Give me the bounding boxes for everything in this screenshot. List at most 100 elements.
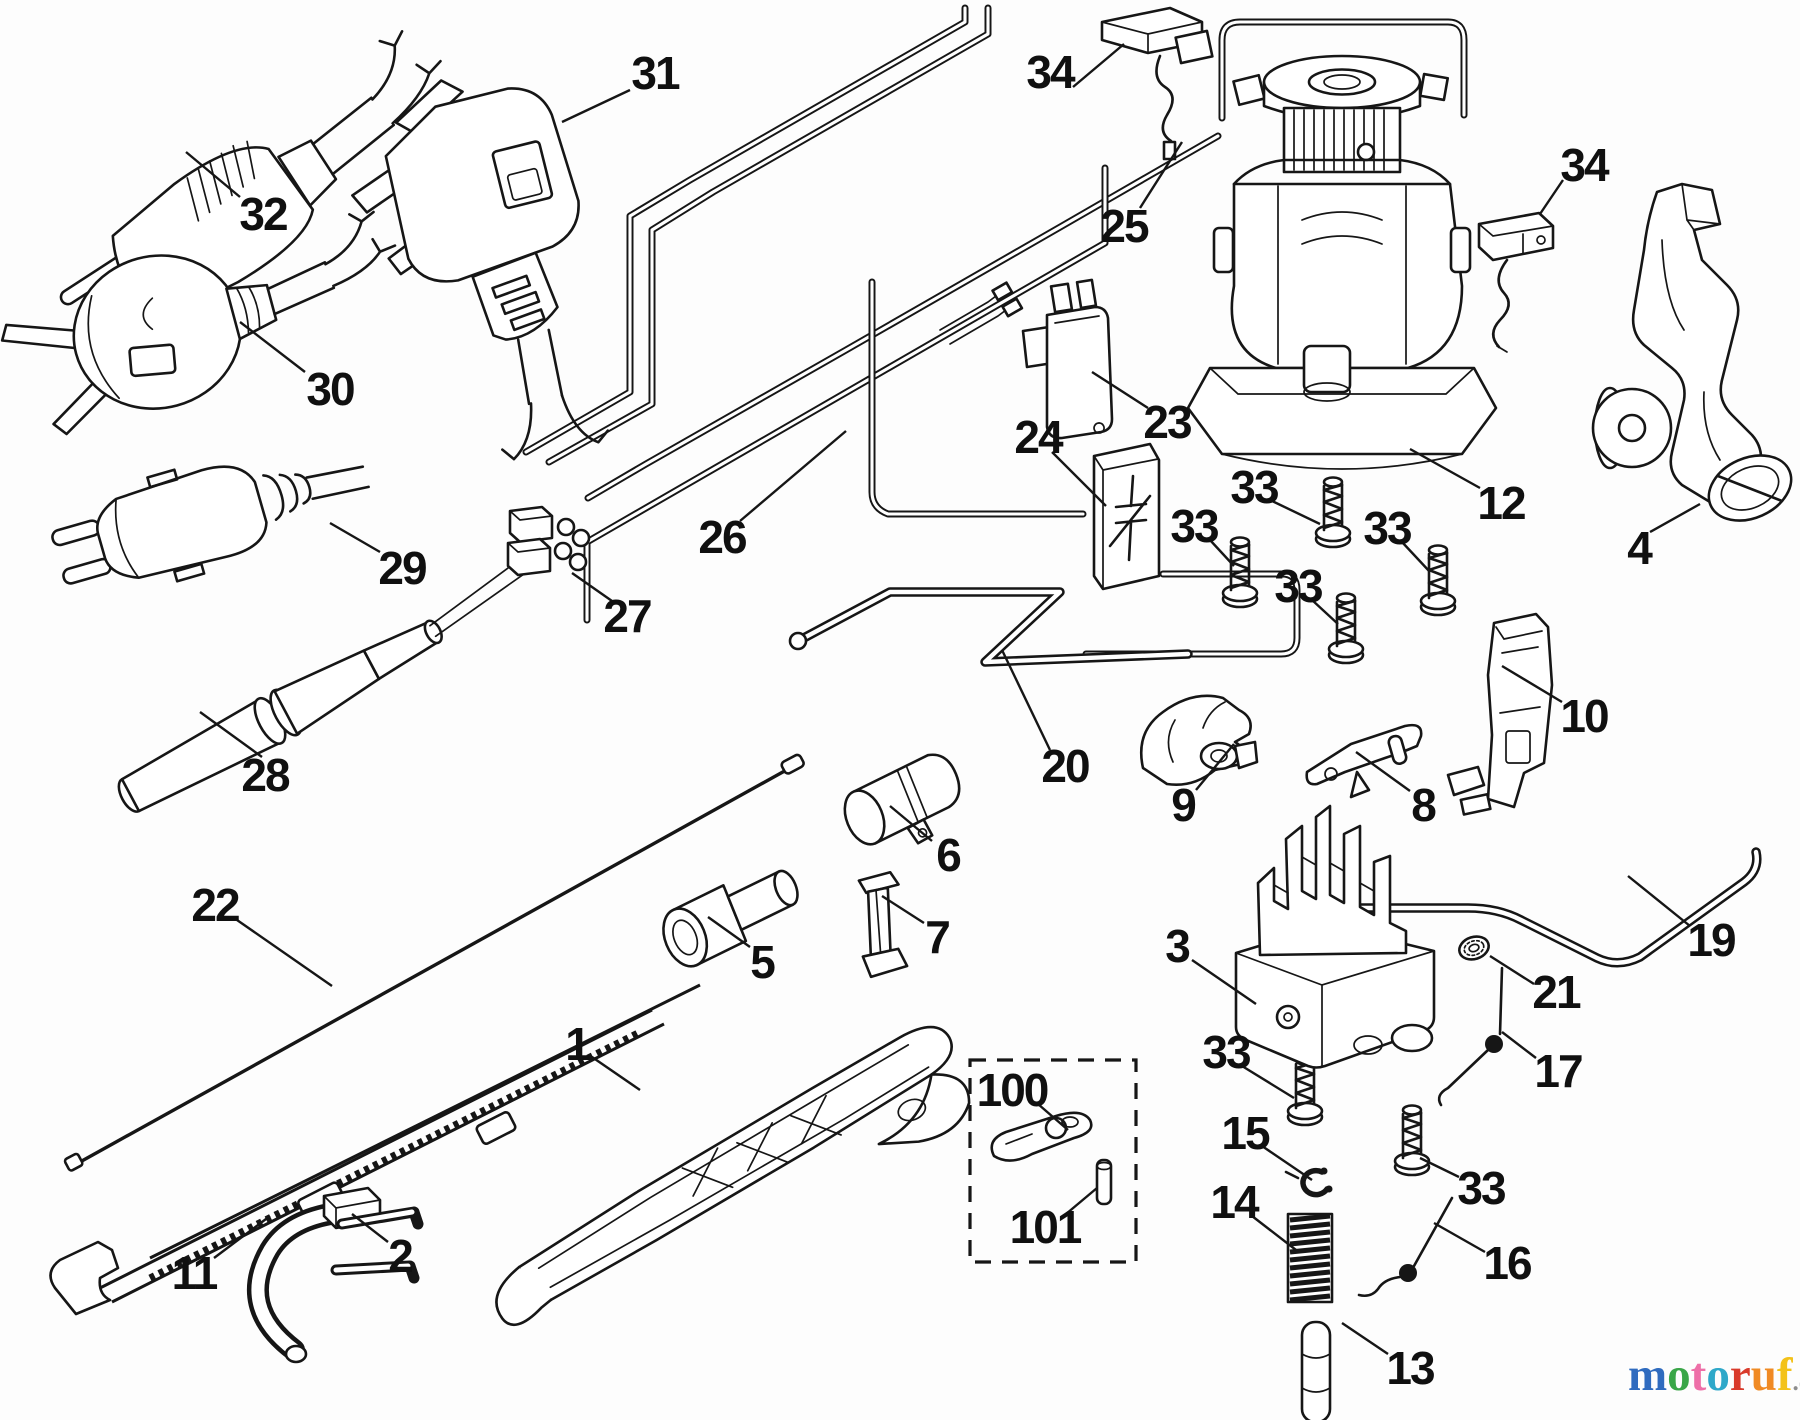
part-callout-33-16: 33 bbox=[1274, 560, 1323, 612]
leader-line-33-30 bbox=[1241, 1064, 1295, 1100]
part-callout-13-29: 13 bbox=[1386, 1342, 1435, 1394]
leader-line-19-22 bbox=[1627, 875, 1691, 927]
leader-line-5-38 bbox=[707, 916, 751, 948]
motoruf-watermark: motoruf.de bbox=[1628, 1352, 1800, 1399]
part-callout-2-36: 2 bbox=[388, 1230, 414, 1282]
leader-line-33-31 bbox=[1419, 1156, 1460, 1179]
throttle-rod-20 bbox=[788, 587, 1193, 667]
spring-14 bbox=[1286, 1212, 1334, 1304]
leader-line-33-14 bbox=[1269, 498, 1321, 526]
part-callout-32-0: 32 bbox=[239, 188, 288, 240]
leader-line-28-3 bbox=[199, 711, 263, 758]
part-callout-4-11: 4 bbox=[1627, 522, 1653, 574]
leader-line-31-4 bbox=[561, 88, 631, 124]
part-callout-33-14: 33 bbox=[1230, 461, 1279, 513]
leader-line-17-25 bbox=[1501, 1031, 1537, 1059]
logo-letter: u bbox=[1750, 1349, 1777, 1401]
leader-line-1-37 bbox=[591, 1056, 641, 1091]
part-callout-10-18: 10 bbox=[1560, 690, 1609, 742]
part-callout-33-17: 33 bbox=[1363, 502, 1412, 554]
brush-34-top bbox=[1100, 6, 1214, 161]
part-callout-20-19: 20 bbox=[1041, 740, 1090, 792]
leader-line-7-40 bbox=[881, 894, 925, 925]
logo-letter: o bbox=[1706, 1349, 1730, 1401]
leader-line-33-16 bbox=[1311, 599, 1339, 625]
part-callout-19-22: 19 bbox=[1687, 914, 1736, 966]
motoruf-logo-text: motoruf bbox=[1628, 1352, 1792, 1399]
leader-line-32-0 bbox=[185, 151, 241, 198]
latch-lever-8 bbox=[1305, 723, 1423, 799]
motor-assembly-12 bbox=[1186, 54, 1498, 470]
bracket-7 bbox=[857, 870, 909, 979]
leader-line-27-13 bbox=[571, 572, 613, 602]
part-callout-29-2: 29 bbox=[378, 542, 427, 594]
part-callout-28-3: 28 bbox=[241, 749, 290, 801]
leader-line-33-15 bbox=[1209, 539, 1235, 567]
pin-101 bbox=[1095, 1158, 1113, 1206]
schuko-plug-29 bbox=[51, 465, 370, 585]
leader-line-34-7 bbox=[1539, 179, 1564, 215]
leader-line-100-32 bbox=[1037, 1103, 1069, 1131]
leader-line-15-27 bbox=[1261, 1145, 1313, 1181]
brush-34-right bbox=[1477, 211, 1555, 353]
capacitor-24 bbox=[1092, 442, 1161, 591]
part-callout-26-12: 26 bbox=[698, 511, 747, 563]
part-callout-12-10: 12 bbox=[1477, 477, 1526, 529]
part-callout-25-6: 25 bbox=[1100, 200, 1149, 252]
fork-lever-2 bbox=[247, 1186, 424, 1364]
part-callout-1-37: 1 bbox=[565, 1018, 591, 1070]
logo-letter: o bbox=[1667, 1349, 1691, 1401]
leader-line-20-19 bbox=[1000, 649, 1052, 751]
leader-line-24-9 bbox=[1051, 451, 1107, 507]
switch-lead-wires bbox=[939, 281, 1024, 345]
part-callout-17-25: 17 bbox=[1534, 1045, 1583, 1097]
leader-line-14-28 bbox=[1251, 1215, 1297, 1251]
roller-lever-4 bbox=[1591, 182, 1793, 522]
leader-line-33-17 bbox=[1401, 541, 1431, 573]
pin-13 bbox=[1300, 1320, 1332, 1420]
inset-box bbox=[968, 1058, 1138, 1264]
leader-line-23-8 bbox=[1091, 370, 1149, 410]
part-callout-21-24: 21 bbox=[1532, 966, 1581, 1018]
part-callout-34-7: 34 bbox=[1560, 139, 1609, 191]
logo-letter: r bbox=[1729, 1349, 1751, 1401]
part-callout-100-32: 100 bbox=[976, 1064, 1050, 1116]
part-callout-23-8: 23 bbox=[1143, 396, 1192, 448]
australian-plug-30 bbox=[0, 210, 397, 436]
part-callout-3-23: 3 bbox=[1165, 920, 1191, 972]
control-cable-22 bbox=[63, 753, 805, 1172]
leader-line-29-2 bbox=[329, 521, 381, 554]
bushing-5 bbox=[662, 869, 799, 968]
part-callout-16-26: 16 bbox=[1483, 1237, 1532, 1289]
leader-line-34-5 bbox=[1072, 43, 1125, 88]
leader-line-9-20 bbox=[1195, 743, 1235, 791]
part-callout-11-35: 11 bbox=[171, 1247, 219, 1299]
holder-plate-10 bbox=[1446, 612, 1554, 816]
part-callout-34-5: 34 bbox=[1026, 46, 1075, 98]
leader-line-22-34 bbox=[236, 919, 333, 987]
leader-line-101-33 bbox=[1065, 1187, 1098, 1215]
leader-line-3-23 bbox=[1191, 959, 1257, 1005]
part-callout-33-30: 33 bbox=[1202, 1026, 1251, 1078]
switch-23 bbox=[1021, 278, 1114, 440]
part-callout-5-38: 5 bbox=[750, 936, 776, 988]
lever-100 bbox=[990, 1111, 1093, 1162]
leader-line-2-36 bbox=[351, 1213, 389, 1243]
part-callout-31-4: 31 bbox=[631, 47, 680, 99]
leader-line-13-29 bbox=[1341, 1322, 1389, 1355]
leader-line-8-21 bbox=[1355, 751, 1411, 792]
leader-line-6-39 bbox=[889, 805, 933, 842]
cord-sleeve-28 bbox=[117, 543, 539, 813]
leader-line-4-11 bbox=[1649, 502, 1701, 534]
handle-housing-1 bbox=[495, 1025, 971, 1327]
wiring-harness-25-26 bbox=[522, 4, 1468, 658]
wire-clip-16 bbox=[1357, 1196, 1454, 1298]
part-callout-8-21: 8 bbox=[1411, 779, 1437, 831]
part-callout-14-28: 14 bbox=[1210, 1176, 1259, 1228]
leader-line-25-6 bbox=[1138, 141, 1184, 209]
part-callout-33-15: 33 bbox=[1170, 500, 1219, 552]
logo-letter: f bbox=[1776, 1349, 1793, 1401]
part-callout-101-33: 101 bbox=[1009, 1201, 1083, 1253]
